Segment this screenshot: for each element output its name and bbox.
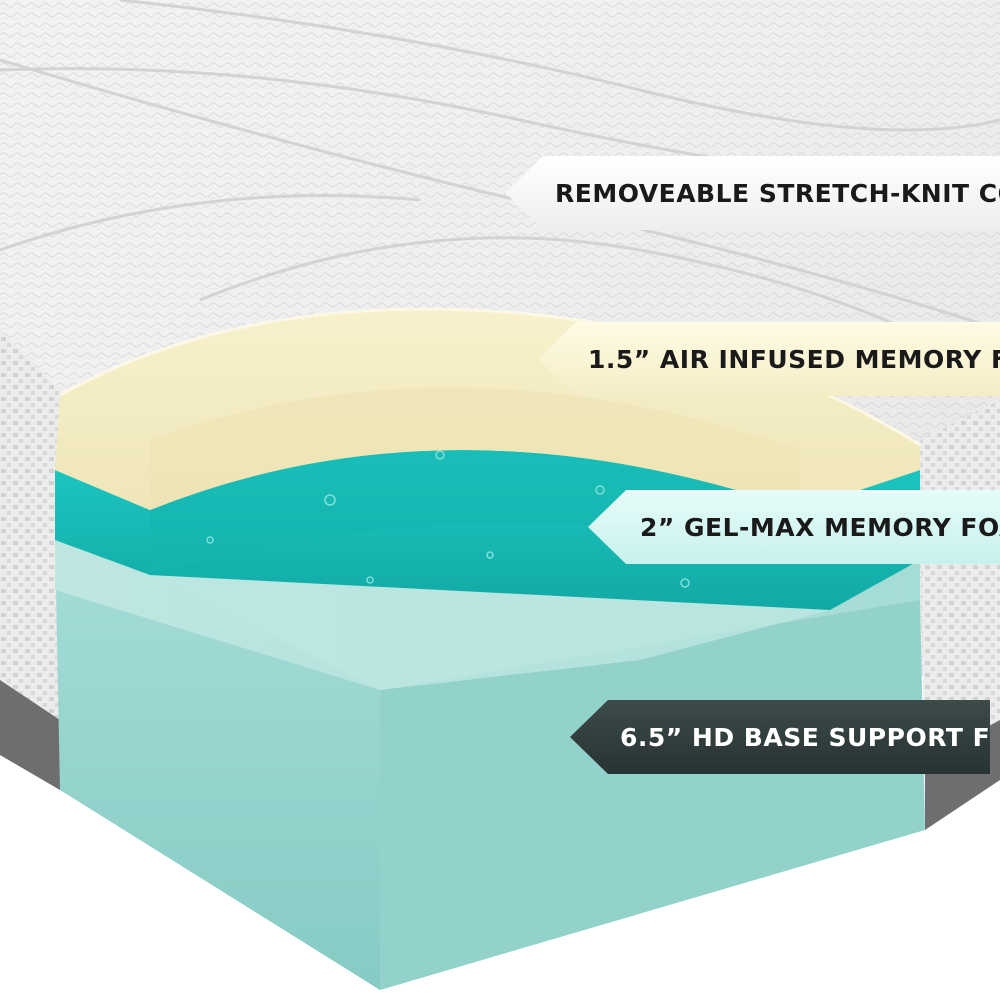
callout-base-foam-label: 6.5” HD BASE SUPPORT FOAM — [620, 722, 991, 752]
base-foam-right — [380, 585, 925, 990]
side-band-left — [0, 680, 60, 790]
callout-base-foam: 6.5” HD BASE SUPPORT FOAM — [570, 700, 990, 774]
callout-air-foam: 1.5” AIR INFUSED MEMORY FOAM — [538, 322, 1000, 396]
callout-gel-foam: 2” GEL-MAX MEMORY FOAM — [588, 490, 1000, 564]
callout-cover: REMOVEABLE STRETCH-KNIT COVER — [505, 156, 1000, 230]
callout-cover-label: REMOVEABLE STRETCH-KNIT COVER — [555, 178, 1000, 208]
side-knit-left — [0, 330, 60, 780]
callout-gel-foam-label: 2” GEL-MAX MEMORY FOAM — [640, 512, 1000, 542]
callout-air-foam-label: 1.5” AIR INFUSED MEMORY FOAM — [588, 344, 1000, 374]
